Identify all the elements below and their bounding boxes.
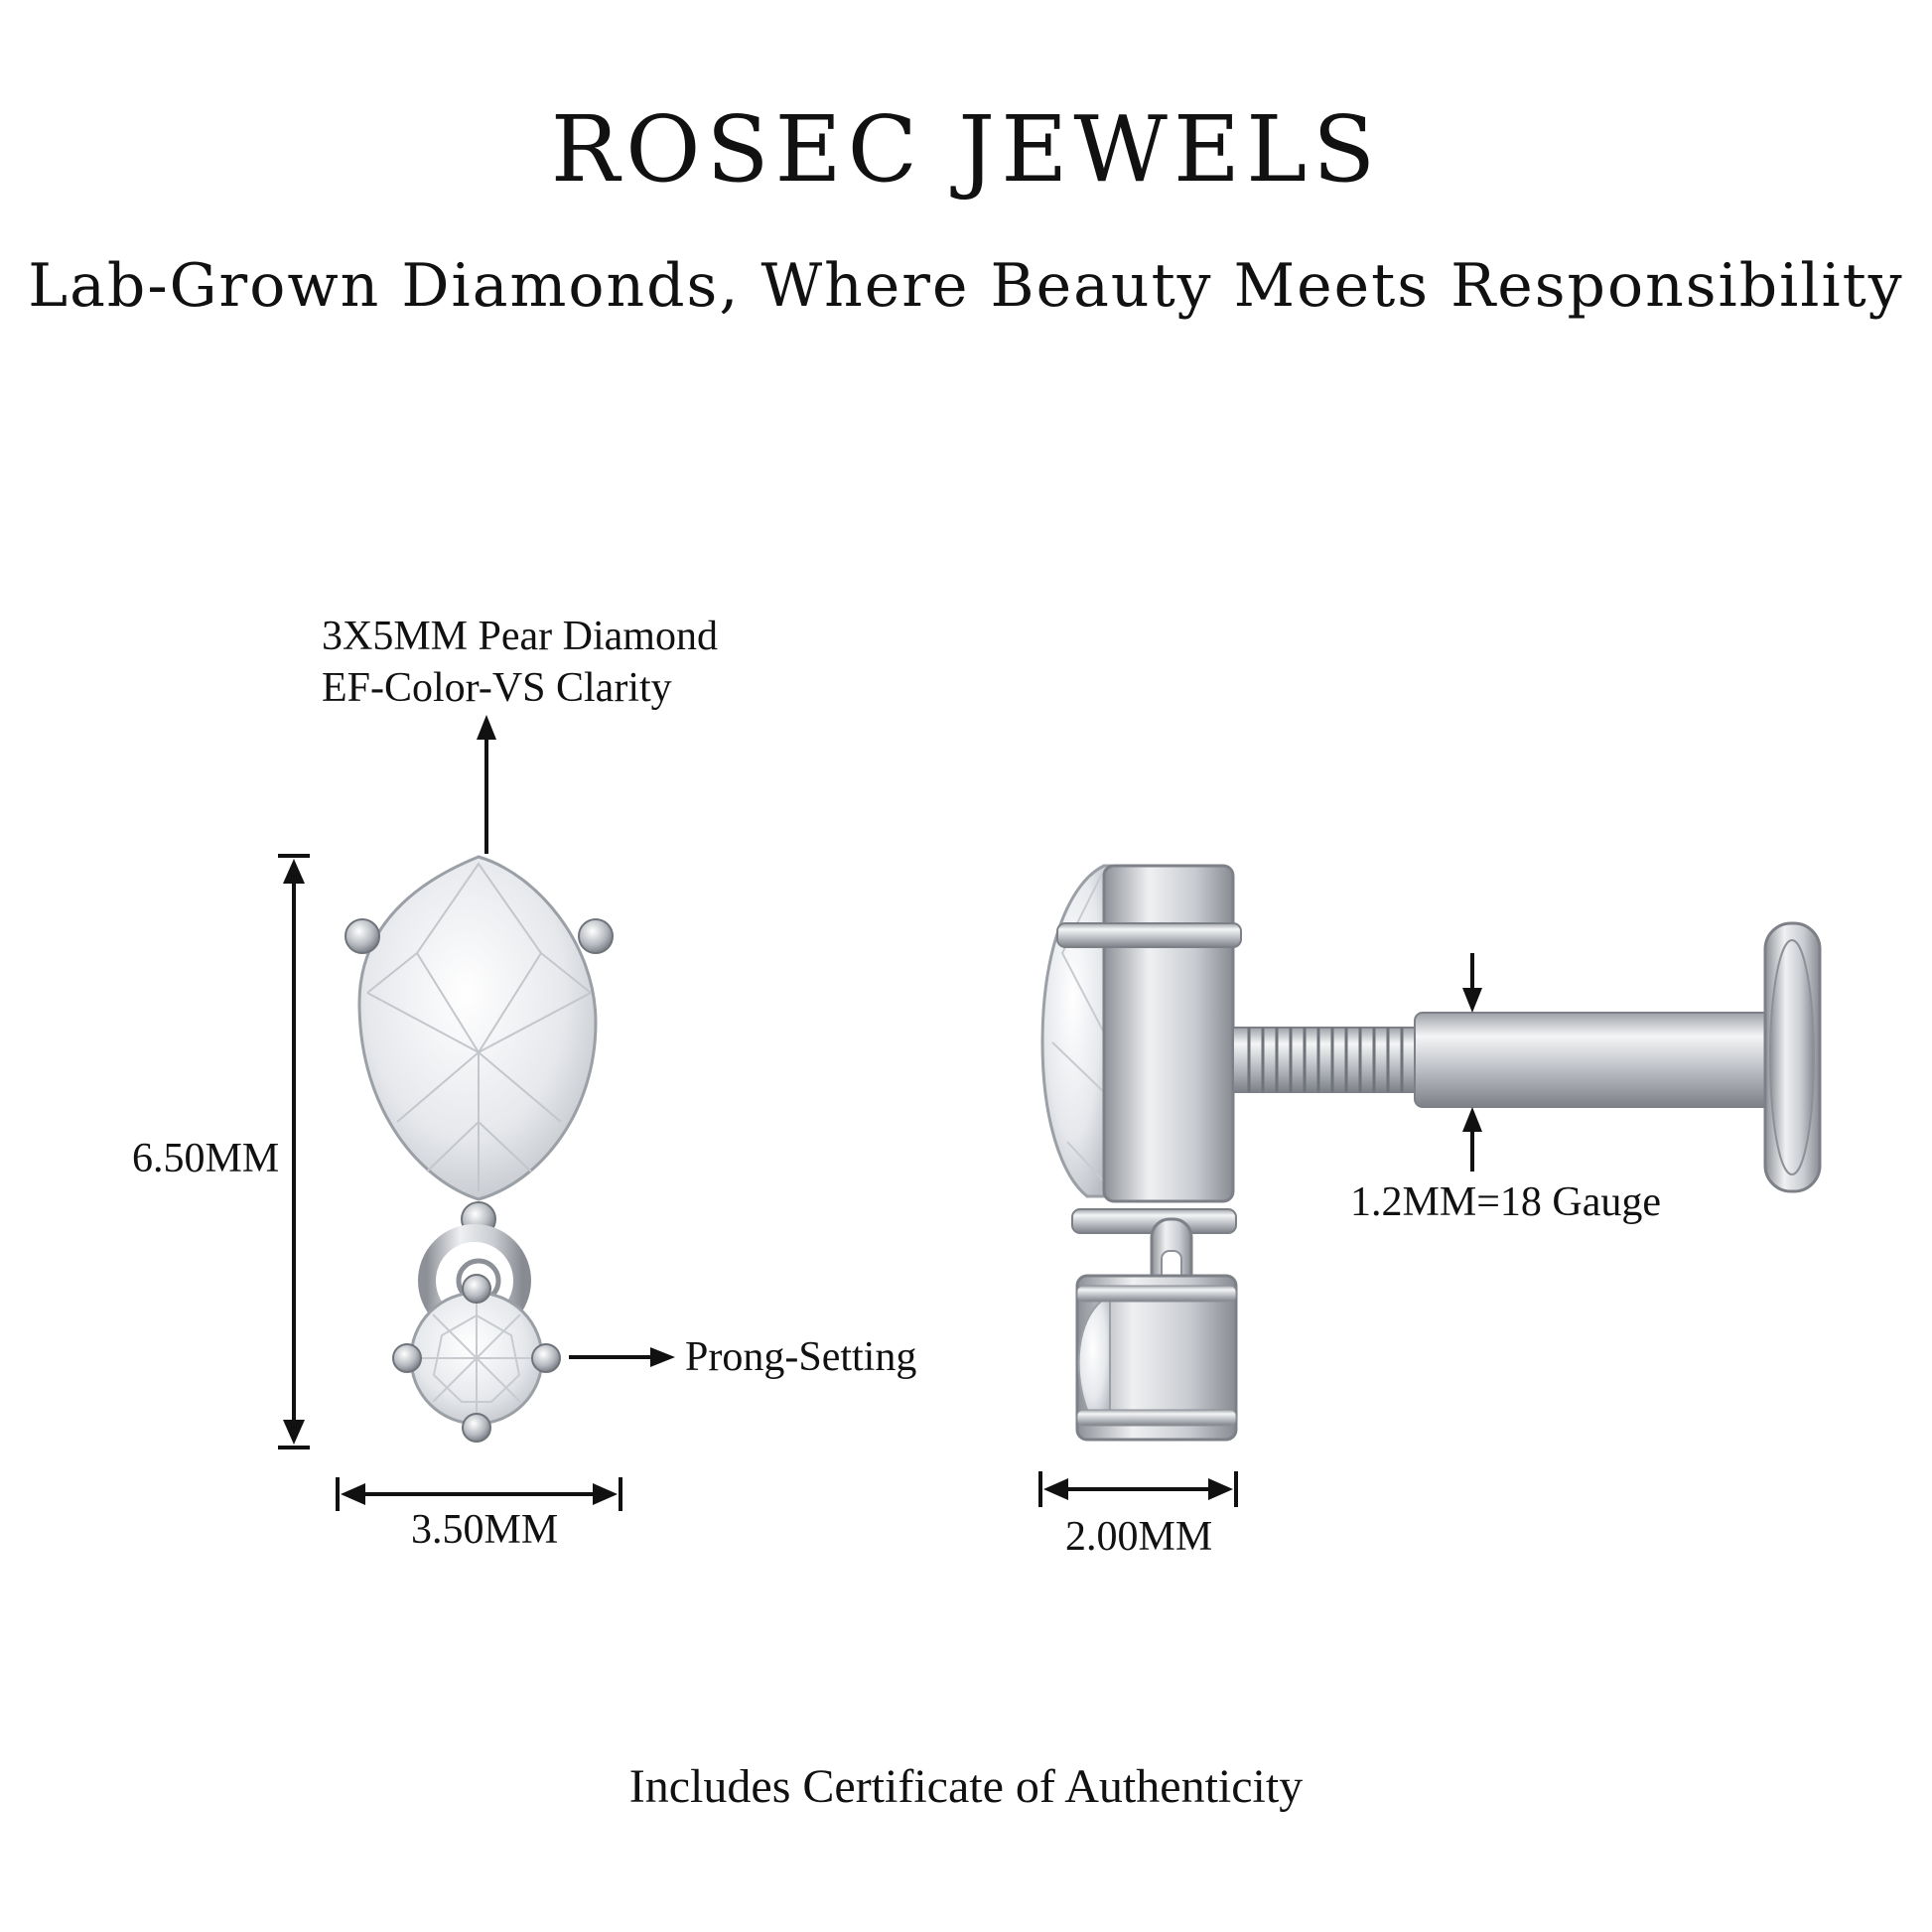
prong-left <box>345 918 380 954</box>
width-arrow-right <box>593 1483 618 1505</box>
stone-callout-arrowhead <box>477 715 496 740</box>
round-prong-bottom <box>462 1413 491 1443</box>
brand-tagline: Lab-Grown Diamonds, Where Beauty Meets R… <box>28 251 1904 321</box>
front-dimension-lines <box>278 715 675 1511</box>
certificate-note: Includes Certificate of Authenticity <box>628 1760 1304 1813</box>
stone-label-line1: 3X5MM Pear Diamond <box>322 614 718 659</box>
width-arrow-left <box>341 1483 365 1505</box>
side-small-stone <box>1075 1274 1238 1442</box>
pear-facets <box>366 862 592 1191</box>
side-diamond <box>1040 864 1112 1198</box>
prong-right <box>578 918 614 954</box>
depth-label: 2.00MM <box>1065 1514 1213 1560</box>
setting-callout-arrowhead <box>650 1347 675 1367</box>
depth-arrow-right <box>1208 1478 1233 1500</box>
round-prong-right <box>531 1343 561 1373</box>
thread-grooves <box>1247 1028 1404 1092</box>
height-arrow-down <box>283 1420 305 1445</box>
side-diamond-facets <box>1051 873 1105 1182</box>
round-prong-top <box>462 1274 491 1304</box>
side-head-body <box>1102 864 1235 1203</box>
side-prong-bar-top <box>1056 922 1242 948</box>
post-shaft <box>1414 1012 1798 1108</box>
gauge-label: 1.2MM=18 Gauge <box>1350 1179 1661 1225</box>
depth-arrow-left <box>1043 1478 1068 1500</box>
gauge-arrow-top-head <box>1462 988 1482 1013</box>
round-facets <box>415 1296 538 1420</box>
round-prong-left <box>392 1343 422 1373</box>
height-arrow-up <box>283 859 305 884</box>
width-label: 3.50MM <box>411 1507 559 1553</box>
side-small-bar-1 <box>1076 1285 1237 1303</box>
height-label: 6.50MM <box>132 1136 280 1181</box>
side-view-earring <box>1040 864 1822 1442</box>
flat-back-face <box>1769 939 1815 1175</box>
side-dimension-lines <box>1038 953 1482 1507</box>
stone-label-line2: EF-Color-VS Clarity <box>322 665 672 711</box>
gauge-arrow-bottom-head <box>1462 1107 1482 1132</box>
setting-label: Prong-Setting <box>685 1334 917 1380</box>
side-small-bar-2 <box>1076 1409 1237 1427</box>
front-view-earring <box>345 855 614 1443</box>
brand-title: ROSEC JEWELS <box>550 96 1382 203</box>
